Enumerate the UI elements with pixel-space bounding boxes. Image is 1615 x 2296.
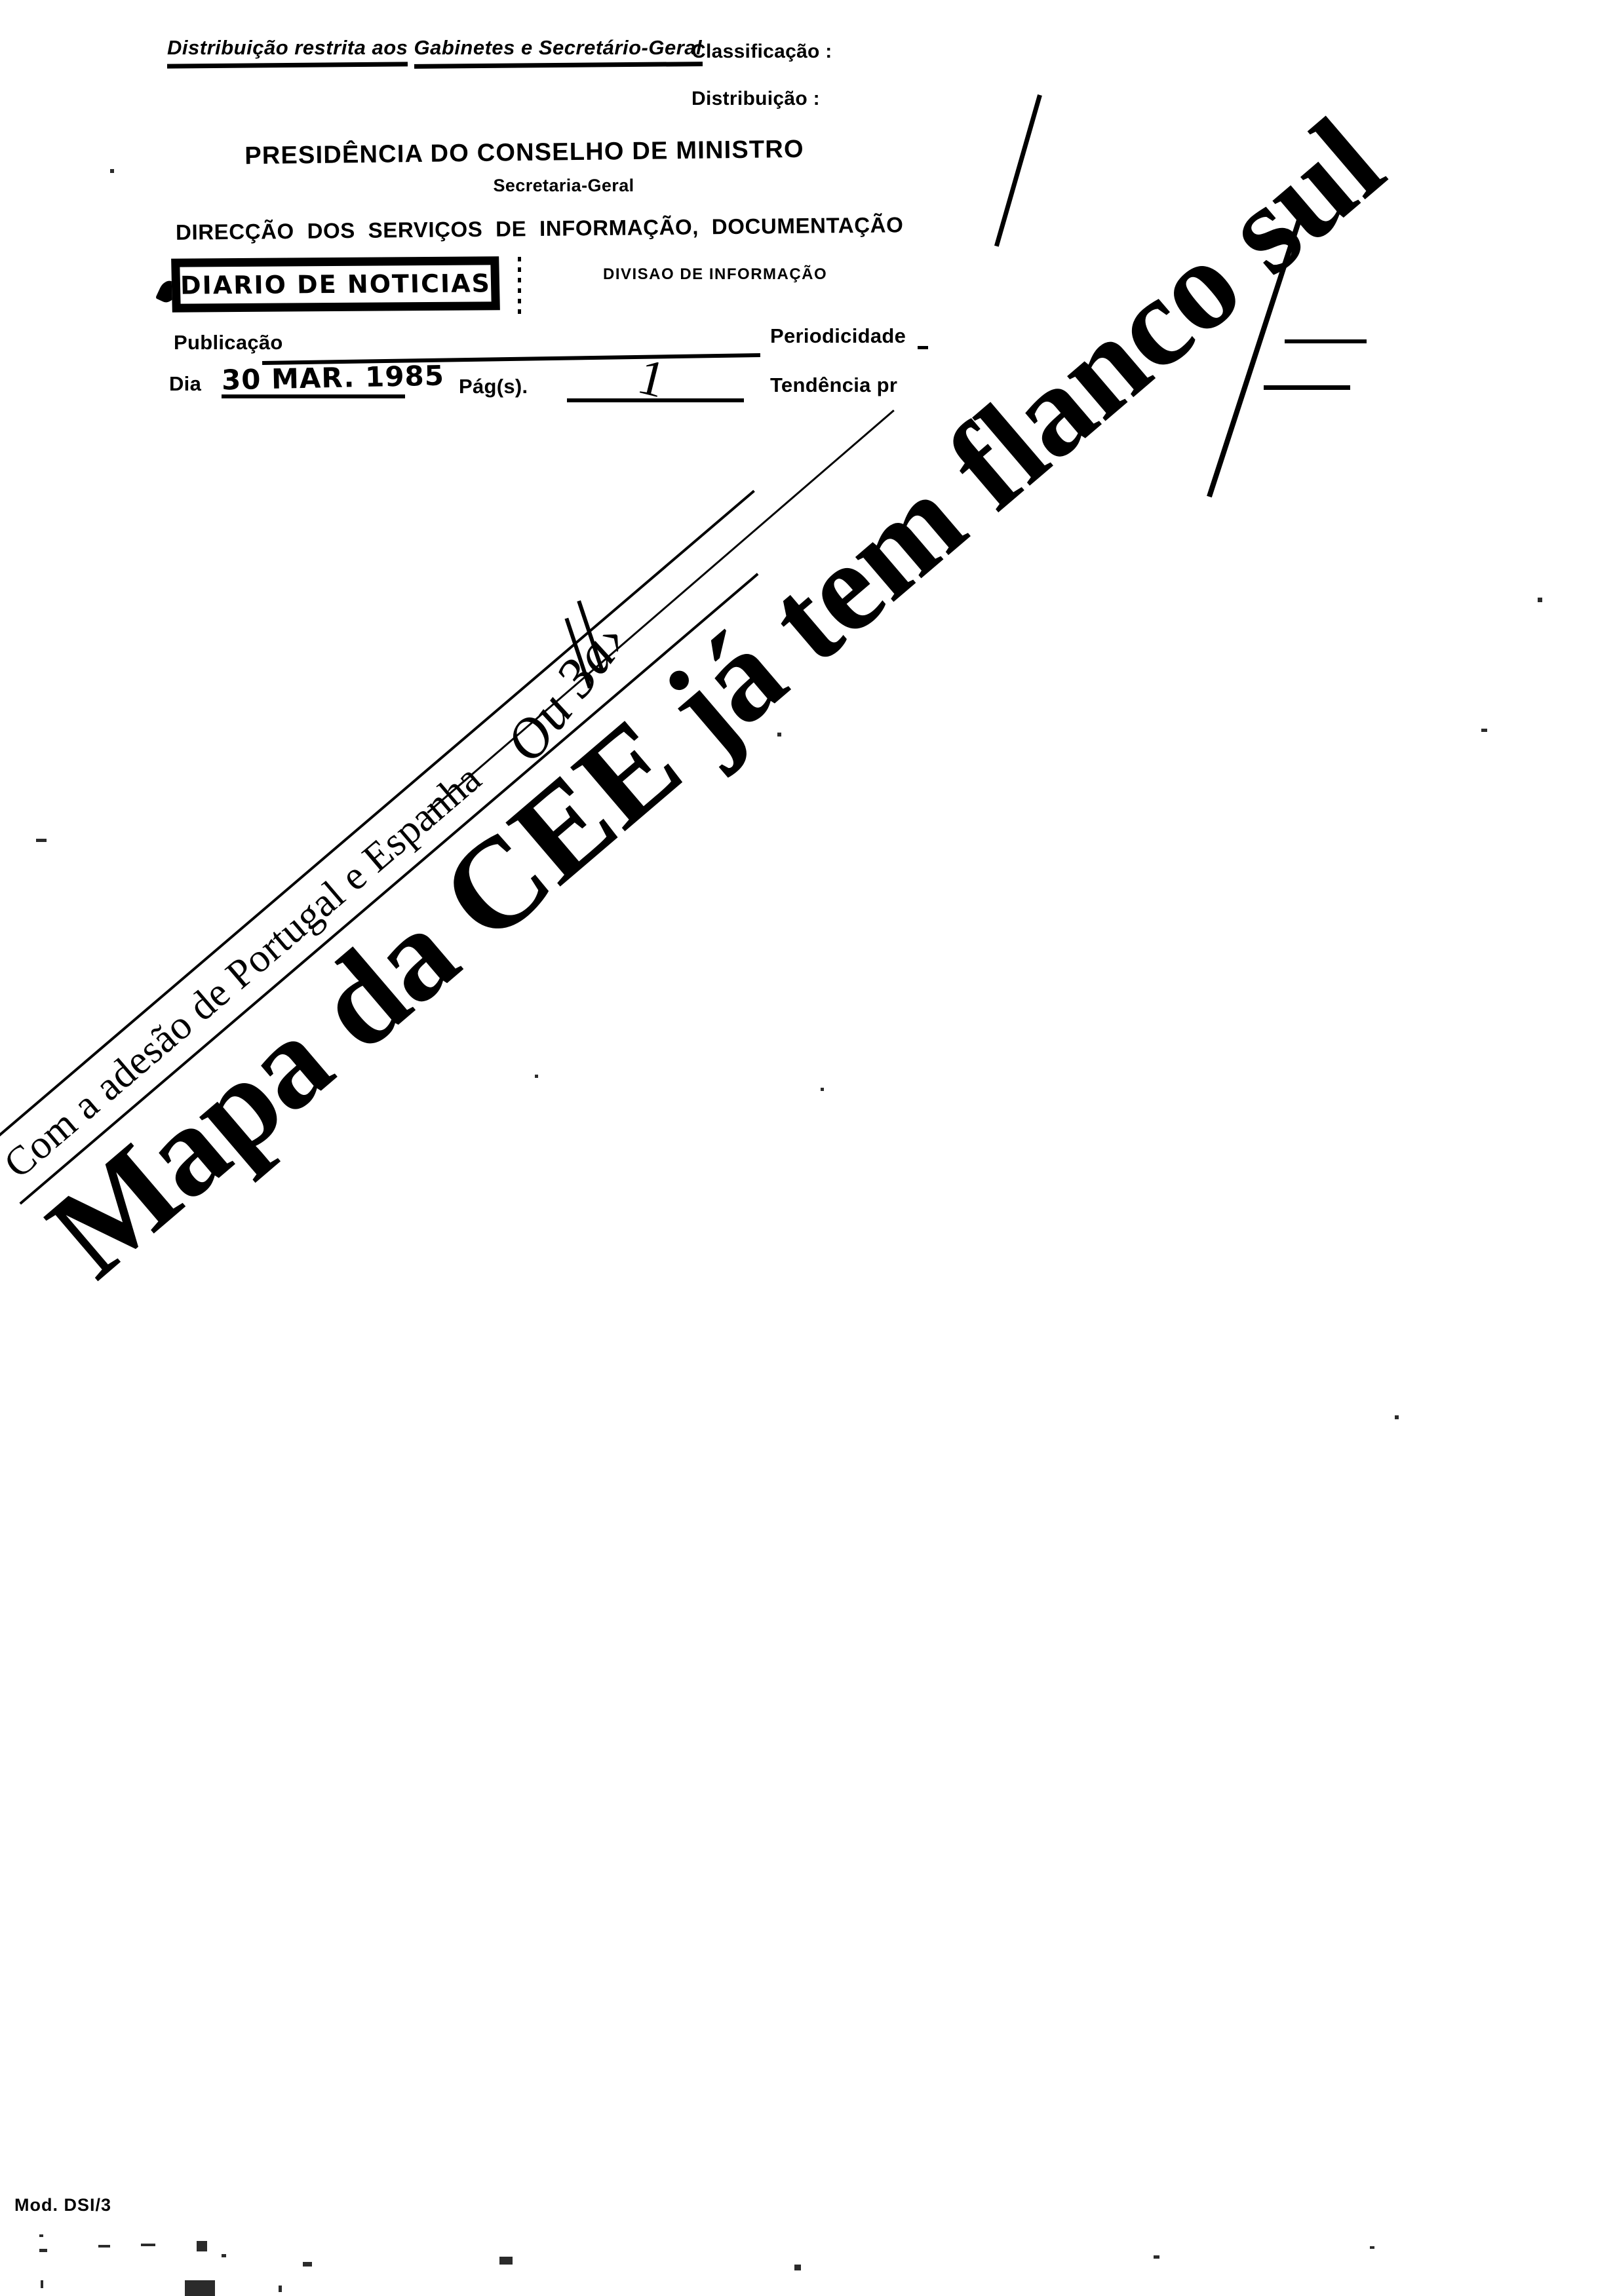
division-name: DIVISAO DE INFORMAÇÃO [603,265,828,283]
scan-speckle [1481,729,1487,732]
clipping-tick-mark-2 [1264,385,1350,390]
scan-speckle [222,2254,226,2257]
scan-speckle [499,2257,513,2265]
scan-speckle [777,733,781,737]
publicacao-label: Publicação [174,331,283,354]
distribution-restriction-line-2: Gabinetes e Secretário-Geral [414,36,703,69]
periodicidade-input-rule[interactable] [918,346,928,349]
stamp-edge-dots [518,257,521,315]
organisation-subtitle: Secretaria-Geral [493,176,634,195]
tendencia-label: Tendência pr [770,373,898,396]
scan-speckle [1154,2255,1159,2259]
scan-speckle [535,1075,538,1078]
clipping-tick-mark-1 [1285,339,1367,343]
scan-speckle [821,1088,824,1091]
clipping-headline: Mapa da CEE já tem flanco sul [22,91,1409,1305]
periodicidade-label: Periodicidade [770,324,906,347]
scan-speckle [39,2234,43,2237]
scan-speckle [1538,598,1542,602]
classification-label: Classificação : [691,41,832,62]
scan-speckle [197,2241,207,2251]
scan-speckle [303,2262,312,2267]
newspaper-clipping: Com a adesão de Portugal e Espanha Mapa … [0,0,1408,1393]
distribution-label: Distribuição : [691,88,820,109]
scan-speckle [110,169,114,173]
scan-speckle [185,2280,215,2296]
scan-speckle [1370,2246,1374,2249]
distribution-restriction-line-1: Distribuição restrita aos [166,36,408,69]
pags-label: Pág(s). [459,375,528,398]
distribution-restriction-text-1: Distribuição restrita aos [167,36,408,59]
pags-input-rule[interactable] [567,398,744,402]
scan-speckle [39,2249,47,2252]
scan-speckle [41,2280,43,2288]
distribution-restriction-block: Distribuição restrita aos Gabinetes e Se… [166,36,703,85]
dia-input-rule[interactable] [222,394,405,398]
scan-speckle [1395,1415,1399,1419]
scan-speckle [36,839,47,842]
classification-fields: Classificação : Distribuição : [691,41,832,135]
scan-speckle [279,2286,282,2292]
dia-label: Dia [169,372,202,395]
scan-speckle [141,2244,155,2246]
scan-speckle [794,2265,801,2270]
distribution-restriction-text-2: Gabinetes e Secretário-Geral [414,36,703,59]
form-code-footer: Mod. DSI/3 [14,2195,112,2215]
scan-speckle [98,2245,110,2248]
